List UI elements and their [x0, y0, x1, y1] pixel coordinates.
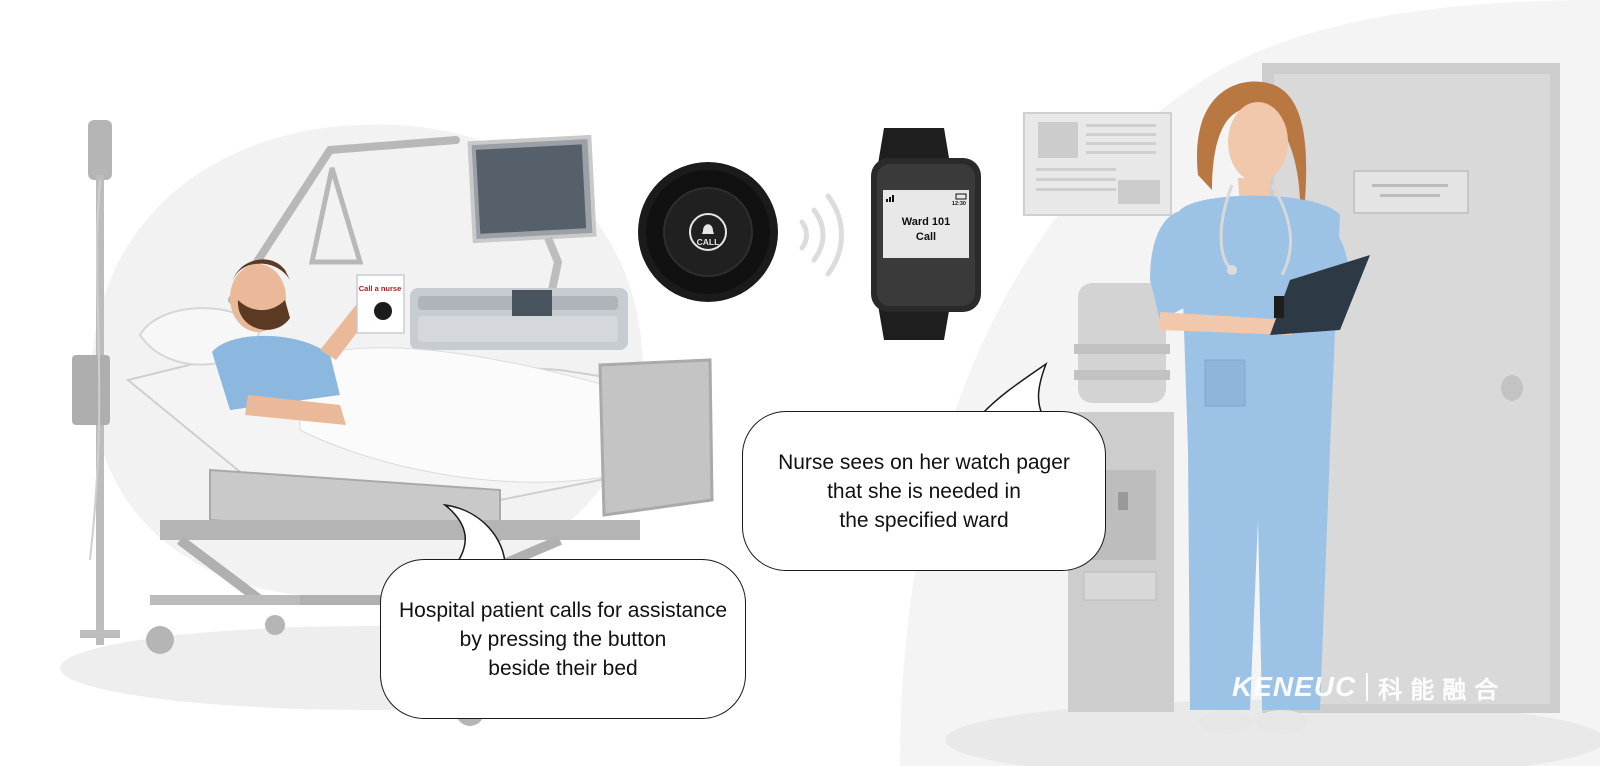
wall-call-card: Call a nurse	[356, 274, 405, 334]
bell-icon	[702, 224, 714, 234]
battery-icon	[955, 193, 967, 200]
brand-logo-divider	[1366, 673, 1369, 701]
patient-caption-line-3: beside their bed	[488, 656, 638, 680]
call-card-label: Call a nurse	[359, 284, 402, 293]
nurse-caption-line-2: that she is needed in	[827, 479, 1021, 503]
signal-strength-icon	[886, 195, 894, 202]
watch-time: 12:30	[952, 201, 966, 207]
patient-monitor	[467, 134, 597, 291]
patient	[212, 259, 374, 425]
watch-ward-text: Ward 101	[902, 216, 951, 228]
watch-pager: 12:30 Ward 101 Call	[871, 128, 981, 340]
brand-logo-cjk: 科能融合	[1378, 675, 1507, 704]
patient-caption-line-2: by pressing the button	[459, 627, 667, 651]
nurse-caption-line-1: Nurse sees on her watch pager	[778, 450, 1070, 474]
call-button-label: CALL	[697, 237, 720, 247]
nurse-caption-line-3: the specified ward	[839, 508, 1009, 532]
brand-logo-latin: KENEUC	[1232, 671, 1357, 702]
wireless-call-button[interactable]: CALL	[638, 162, 778, 302]
wall-call-button[interactable]	[374, 302, 392, 320]
nurse	[1150, 81, 1370, 734]
watch-call-text: Call	[916, 231, 936, 243]
wireless-signal-icon	[799, 193, 844, 277]
nurse-caption-bubble: Nurse sees on her watch pager that she i…	[742, 411, 1106, 571]
patient-caption-line-1: Hospital patient calls for assistance	[399, 598, 727, 622]
patient-caption-bubble: Hospital patient calls for assistance by…	[380, 559, 746, 719]
brand-logo: KENEUC 科能融合	[1232, 670, 1506, 704]
iv-stand	[72, 120, 120, 645]
wall-poster	[1023, 112, 1172, 216]
